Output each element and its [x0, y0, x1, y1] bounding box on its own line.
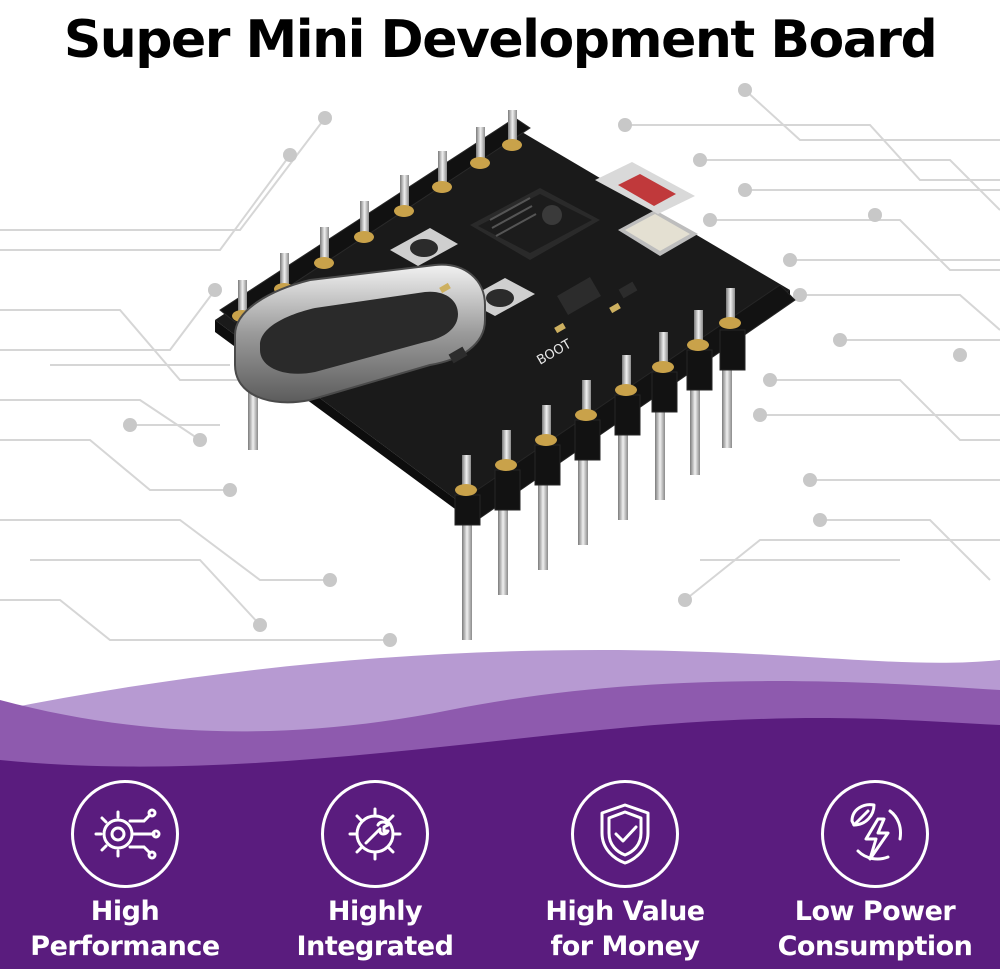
- mcu-chip: [470, 188, 600, 260]
- shield-check-icon: [571, 780, 679, 888]
- feature-label: High Performance: [30, 896, 220, 962]
- feature-high-performance: High Performance: [0, 780, 250, 969]
- leaf-lightning-icon: [821, 780, 929, 888]
- feature-highly-integrated: Highly Integrated: [250, 780, 500, 969]
- feature-label: Highly Integrated: [296, 896, 454, 962]
- power-switch: [595, 162, 695, 214]
- feature-label: Low Power Consumption: [777, 896, 973, 962]
- feature-low-power: Low Power Consumption: [750, 780, 1000, 969]
- feature-high-value: High Value for Money: [500, 780, 750, 969]
- usb-c-connector: [234, 263, 486, 404]
- page-title: Super Mini Development Board: [63, 10, 938, 70]
- reset-button: [390, 228, 458, 266]
- feature-label: High Value for Money: [545, 896, 705, 962]
- development-board-illustration: BOOT: [215, 110, 796, 640]
- gear-wrench-icon: [321, 780, 429, 888]
- front-header: [454, 284, 796, 526]
- purple-wave-band: [0, 650, 1000, 969]
- circuit-background: [0, 83, 1000, 647]
- crystal: [618, 210, 698, 256]
- feature-list: High Performance Highly Integrated High: [0, 780, 1000, 969]
- rear-pin-row: [232, 110, 522, 322]
- cpu-gear-icon: [71, 780, 179, 888]
- front-pin-row: [455, 288, 741, 496]
